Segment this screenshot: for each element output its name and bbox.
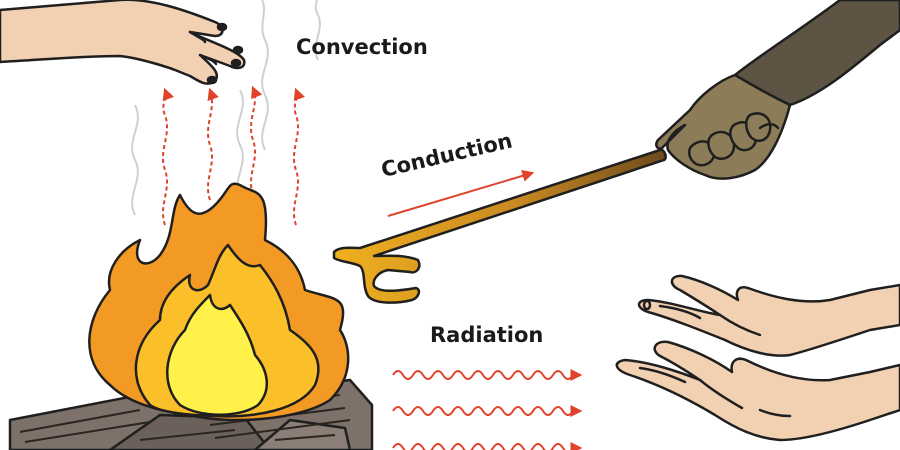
gloved-hand-icon <box>655 0 900 180</box>
fire-icon <box>88 182 350 422</box>
hand-icon <box>0 0 246 85</box>
convection-arrow <box>207 87 219 201</box>
convection-arrow <box>293 87 305 226</box>
convection-arrows <box>162 85 305 226</box>
hand-icon <box>637 274 900 357</box>
conduction-arrow <box>387 169 535 217</box>
radiation-wave-arrow <box>392 405 583 417</box>
radiation-arrows <box>392 369 583 450</box>
radiation-label: Radiation <box>430 323 544 347</box>
poker-icon <box>332 148 667 304</box>
radiation-wave-arrow <box>392 442 583 450</box>
convection-label: Convection <box>296 35 428 59</box>
radiation-wave-arrow <box>392 369 583 381</box>
convection-arrow <box>250 85 263 196</box>
firewood-icon <box>8 378 374 450</box>
convection-arrow <box>162 87 174 226</box>
hand-icon <box>615 340 900 442</box>
warming-hands-icon <box>615 274 900 442</box>
